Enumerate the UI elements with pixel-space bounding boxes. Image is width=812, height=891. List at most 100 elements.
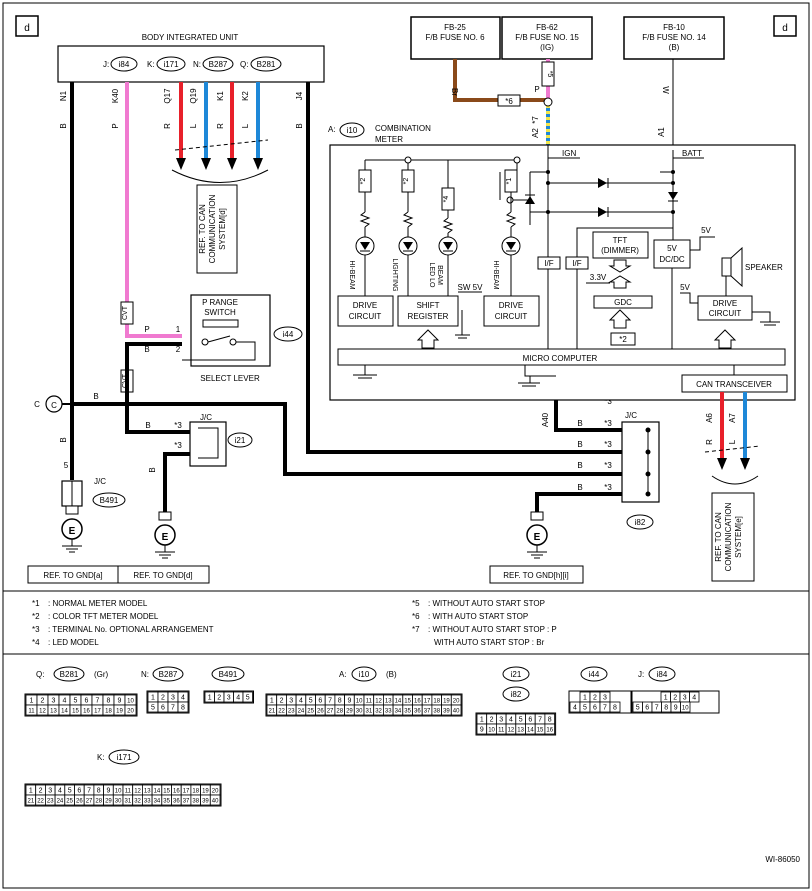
connector-pin-label: 1 — [208, 695, 212, 702]
cv-i21-id: i21 — [511, 670, 522, 679]
note-3-text: : TERMINAL No. OPTIONAL ARRANGEMENT — [48, 625, 214, 634]
notes-right: *5 : WITHOUT AUTO START STOP *6 : WITH A… — [412, 599, 557, 647]
led-label-lo: LED LO — [428, 263, 435, 288]
cv-a-color: (B) — [386, 670, 397, 679]
connector-pin-label: 13 — [50, 709, 57, 715]
ref-can-right-3: SYSTEM[e] — [734, 516, 743, 558]
fuse-fb62-box — [501, 16, 593, 60]
connector-pin-label: 19 — [202, 789, 209, 795]
fuse-fb10-name: F/B FUSE NO. 14 — [642, 33, 706, 42]
wire-jc-mid-gnd — [163, 452, 190, 515]
connector-pin-label: 4 — [299, 698, 303, 705]
connector-pin-label: 19 — [116, 709, 123, 715]
connector-view-i44: i44 — [580, 666, 608, 682]
connector-pin-label: 2 — [161, 695, 165, 702]
arrow-k2 — [253, 158, 263, 170]
note-4-text: : LED MODEL — [48, 638, 99, 647]
p-range-internal — [182, 341, 256, 361]
connector-view-b491: B491 — [211, 666, 245, 682]
connector-pin-label: 4 — [181, 695, 185, 702]
diode-3 — [668, 192, 678, 200]
connector-pin-label: 11 — [125, 789, 132, 795]
connector-view-i171: K: i171 — [97, 749, 140, 765]
connector-pin-label: 35 — [404, 709, 411, 715]
bu-col-j4: B — [295, 123, 304, 128]
drive-circuit-mid — [483, 295, 540, 327]
connector-pin-label: 5 — [636, 705, 640, 712]
pin-a1: A1 — [657, 127, 666, 137]
connector-pin-label: 5 — [68, 788, 72, 795]
bu-pin-k2: K2 — [241, 91, 250, 101]
connector-pin-label: 15 — [404, 699, 411, 705]
bu-pin-q19: Q19 — [189, 88, 198, 104]
p-range-title-1: P RANGE — [202, 298, 238, 307]
p-range-conn-ellipse — [273, 326, 303, 342]
meter-conn-ellipse — [339, 122, 365, 138]
connector-pin-label: 7 — [538, 717, 542, 724]
connector-pin-label: 17 — [94, 709, 101, 715]
ref-gnd-h: REF. TO GND[h][i] — [503, 571, 569, 580]
cv-i44-id: i44 — [589, 670, 600, 679]
tft-mark: *2 — [619, 335, 627, 344]
jc-mid-col-b: B — [145, 421, 150, 430]
jc-mid-bus — [198, 427, 219, 459]
p-range-col-p: P — [144, 325, 149, 334]
pin-a6: A6 — [705, 413, 714, 423]
connector-pin-label: 30 — [115, 799, 122, 805]
notes-left: *1 : NORMAL METER MODEL *2 : COLOR TFT M… — [32, 599, 214, 647]
ref-can-left-box — [196, 184, 238, 274]
bu-col-k40: P — [111, 123, 120, 128]
fuse-fb10-suffix: (B) — [669, 43, 680, 52]
can-bracket-right — [711, 475, 759, 485]
select-lever-label: SELECT LEVER — [200, 374, 260, 383]
body-unit-title: BODY INTEGRATED UNIT — [142, 33, 239, 42]
connector-pin-cell — [609, 701, 621, 713]
jc-mid-gnd-col: B — [148, 467, 157, 472]
connector-pin-label: 27 — [86, 799, 93, 805]
shift-register — [397, 295, 459, 327]
cvt-marker-1-text: CVT — [122, 305, 129, 320]
jc-mid-title: J/C — [200, 413, 212, 422]
ref-can-left-1: REF. TO CAN — [198, 204, 207, 254]
p-range-title-2: SWITCH — [204, 308, 236, 317]
bu-conn-j-letter: J: — [103, 60, 109, 69]
connector-pin-label: 16 — [414, 699, 421, 705]
speaker-body — [721, 257, 732, 277]
connector-pin-label: 24 — [57, 799, 64, 805]
connector-pin-label: 8 — [664, 705, 668, 712]
tft-mark-box — [610, 332, 636, 346]
splice-fuse — [543, 97, 553, 107]
connector-pin-label: 14 — [154, 789, 161, 795]
body-unit-box — [57, 45, 325, 83]
connector-pin-cell — [177, 701, 189, 713]
connector-pin-label: 32 — [134, 799, 141, 805]
connector-pin-label: 25 — [66, 799, 73, 805]
ref-gnd-a: REF. TO GND[a] — [43, 571, 102, 580]
connector-pin-label: 13 — [385, 699, 392, 705]
fuse-fb62-name: F/B FUSE NO. 15 — [515, 33, 579, 42]
connector-pin-label: 12 — [375, 699, 382, 705]
connector-pin-label: 6 — [528, 717, 532, 724]
drive-mid-2: CIRCUIT — [495, 312, 528, 321]
connector-view-i21-i82: i21 i82 — [502, 666, 530, 702]
jc-right-mark-3: *3 — [604, 483, 612, 492]
connector-pin-cell — [544, 723, 556, 735]
jc-mid-box — [189, 421, 227, 467]
p-range-contact-2 — [229, 338, 237, 346]
connector-pin-label: 1 — [30, 698, 34, 705]
drive-circuit-right — [697, 295, 753, 321]
speaker-label: SPEAKER — [745, 263, 783, 272]
connector-pin-label: 1 — [583, 695, 587, 702]
connector-pin-label: 38 — [433, 709, 440, 715]
cv-k-id: i171 — [116, 753, 132, 762]
jc-left-title: J/C — [94, 477, 106, 486]
connector-pin-label: 14 — [61, 709, 68, 715]
connector-pin-label: 2 — [39, 788, 43, 795]
if-text-1: I/F — [544, 259, 553, 268]
connector-pin-label: 7 — [603, 705, 607, 712]
body-unit-connectors: J: i84 K: i171 N: B287 Q: B281 — [103, 56, 282, 72]
led-label-lighting: LIGHTING — [391, 258, 398, 291]
led-hi-beam-2 — [501, 192, 521, 296]
connector-pin-cell — [124, 704, 137, 716]
